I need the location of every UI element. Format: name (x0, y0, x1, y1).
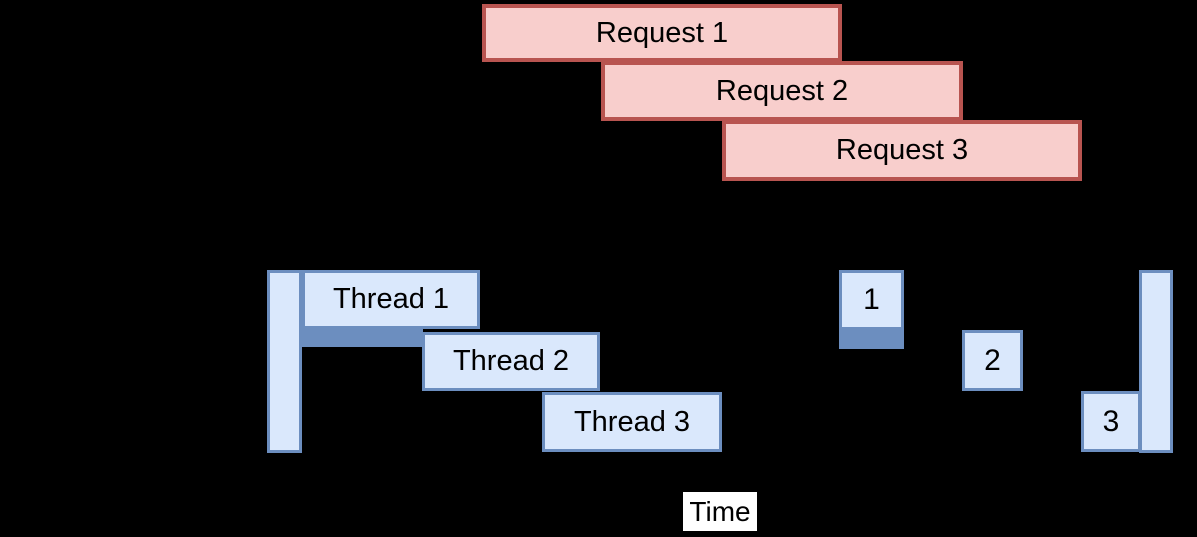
request-2-box: Request 2 (601, 61, 963, 121)
time-axis-label: Time (683, 492, 757, 531)
thread-2-label: Thread 2 (452, 345, 570, 377)
thread-2-box: Thread 2 (422, 332, 600, 391)
thread-3-label: Thread 3 (573, 405, 691, 438)
request-1-label: Request 1 (595, 16, 729, 49)
thread-1-label: Thread 1 (332, 283, 450, 315)
time-axis-label-text: Time (689, 495, 751, 527)
completion-1-label: 1 (863, 283, 880, 316)
completion-3-label: 3 (1102, 404, 1120, 438)
completion-3-box: 3 (1081, 391, 1141, 452)
request-3-label: Request 3 (835, 134, 969, 166)
thread-1-box: Thread 1 (302, 270, 480, 329)
completion-1-box: 1 (839, 270, 904, 330)
request-3-box: Request 3 (722, 120, 1082, 181)
thread-1-busy-strip (302, 329, 423, 347)
thread-3-box: Thread 3 (542, 392, 722, 452)
completion-2-label: 2 (984, 343, 1001, 377)
completion-1-busy-strip (839, 330, 904, 349)
left-boundary-bar (267, 270, 302, 453)
request-2-label: Request 2 (715, 74, 849, 107)
completion-2-box: 2 (962, 330, 1023, 391)
request-1-box: Request 1 (482, 4, 842, 62)
right-boundary-bar (1139, 270, 1173, 453)
